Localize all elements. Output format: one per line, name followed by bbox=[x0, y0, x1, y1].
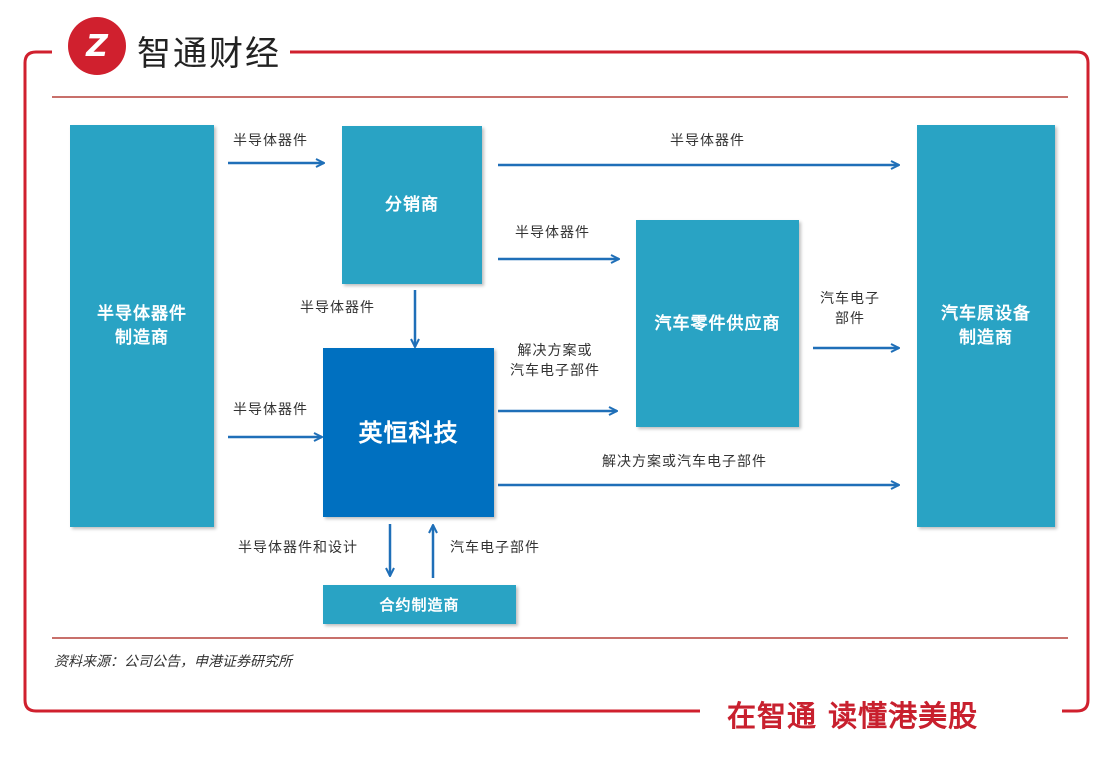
source-note: 资料来源：公司公告，申港证券研究所 bbox=[54, 654, 292, 670]
label-supplier-oem: 汽车电子 部件 bbox=[820, 291, 880, 327]
slogan: 在智通 读懂港美股 bbox=[727, 699, 979, 733]
label-company-cm: 半导体器件和设计 bbox=[238, 540, 358, 556]
label-company-oem: 解决方案或汽车电子部件 bbox=[602, 454, 767, 470]
node-company: 英恒科技 bbox=[323, 348, 494, 517]
label-dist-supplier: 半导体器件 bbox=[515, 225, 590, 241]
brand-name: 智通财经 bbox=[137, 34, 281, 74]
label-mfr-dist: 半导体器件 bbox=[233, 133, 308, 149]
node-semiconductor-manufacturer: 半导体器件 制造商 bbox=[70, 125, 214, 527]
label-dist-company: 半导体器件 bbox=[300, 300, 375, 316]
logo: Z bbox=[68, 17, 126, 75]
node-auto-parts-supplier: 汽车零件供应商 bbox=[636, 220, 799, 427]
label-mfr-company: 半导体器件 bbox=[233, 402, 308, 418]
node-distributor: 分销商 bbox=[342, 126, 482, 284]
label-cm-company: 汽车电子部件 bbox=[450, 540, 540, 556]
node-contract-manufacturer: 合约制造商 bbox=[323, 585, 516, 624]
logo-mark: Z bbox=[86, 28, 108, 64]
label-company-supplier: 解决方案或 汽车电子部件 bbox=[510, 343, 600, 379]
node-oem: 汽车原设备 制造商 bbox=[917, 125, 1055, 527]
label-dist-oem: 半导体器件 bbox=[670, 133, 745, 149]
